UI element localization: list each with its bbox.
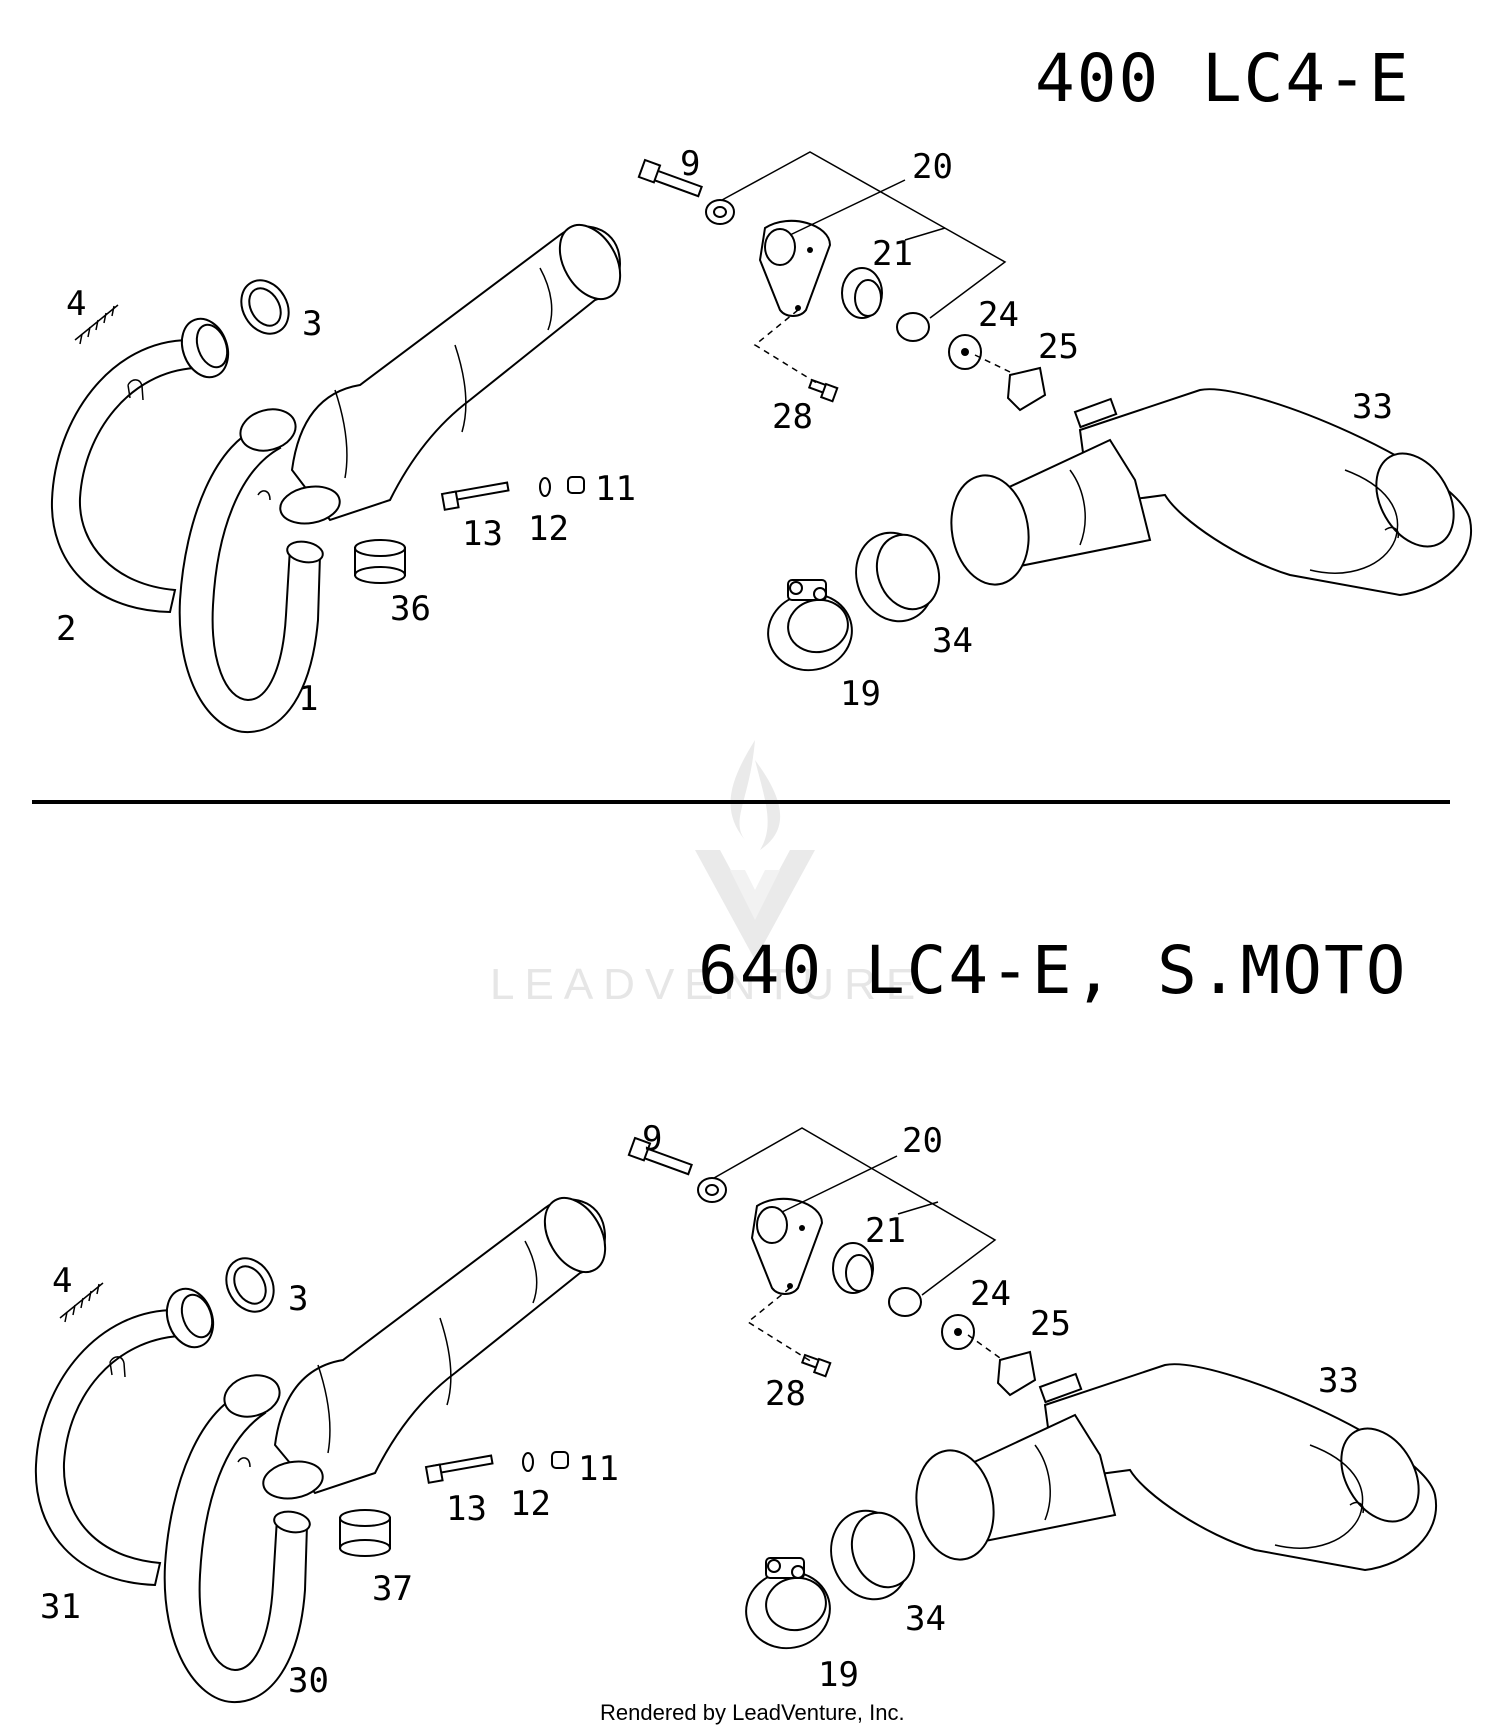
callout-label-11: 11 (595, 469, 636, 509)
callout-label-28: 28 (772, 397, 813, 437)
leader-dashed-28 (753, 309, 821, 386)
footer-credit: Rendered by LeadVenture, Inc. (600, 1700, 905, 1725)
callout-label-34-b: 34 (905, 1599, 946, 1639)
section-2-parts (34, 1127, 1438, 1704)
callout-label-19: 19 (840, 674, 881, 714)
callout-label-36: 36 (390, 589, 431, 629)
screw-part-28-b (800, 1353, 832, 1378)
callout-label-31-b: 31 (40, 1587, 81, 1627)
callout-label-11-b: 11 (578, 1449, 619, 1489)
washer-part-12 (539, 477, 551, 497)
nut-part-11 (567, 476, 585, 494)
callout-label-9: 9 (680, 144, 700, 184)
sleeve-part-34 (855, 531, 941, 623)
callout-label-34: 34 (932, 621, 973, 661)
callout-label-21: 21 (872, 234, 913, 274)
clip-nut-part-25 (1006, 366, 1047, 412)
header-pipe-part-1 (178, 423, 322, 734)
callout-label-13: 13 (462, 514, 503, 554)
callout-label-30-b: 30 (288, 1661, 329, 1701)
spring-part-4 (74, 304, 119, 345)
bolt-part-9-b (627, 1136, 693, 1176)
callout-label-1: 1 (298, 679, 318, 719)
callout-label-24-b: 24 (970, 1274, 1011, 1314)
callout-label-25: 25 (1038, 327, 1079, 367)
clip-nut-part-25-b (996, 1350, 1037, 1397)
callout-label-19-b: 19 (818, 1655, 859, 1695)
callout-label-33: 33 (1352, 387, 1393, 427)
bolt-part-13 (440, 481, 510, 511)
clamp-part-19 (767, 579, 853, 672)
callout-label-13-b: 13 (446, 1489, 487, 1529)
screw-part-28 (807, 378, 839, 403)
callout-label-33-b: 33 (1318, 1361, 1359, 1401)
callout-label-28-b: 28 (765, 1374, 806, 1414)
callout-label-12: 12 (528, 509, 569, 549)
bolt-part-13-b (424, 1454, 494, 1484)
header-pipe-part-30 (163, 1388, 309, 1704)
washer-part-12-b (522, 1452, 534, 1472)
callout-label-3-b: 3 (288, 1279, 308, 1319)
callout-label-21-b: 21 (865, 1211, 906, 1251)
bush-part-36 (354, 539, 406, 584)
callout-label-20-b: 20 (902, 1121, 943, 1161)
callout-label-12-b: 12 (510, 1484, 551, 1524)
callout-label-2: 2 (56, 609, 76, 649)
front-muffler-pipe-2 (273, 1198, 606, 1495)
callout-label-25-b: 25 (1030, 1304, 1071, 1344)
nut-part-11-b (551, 1451, 569, 1469)
callout-label-9-b: 9 (642, 1119, 662, 1159)
front-muffler-pipe (290, 225, 621, 522)
bolt-part-9 (637, 158, 703, 198)
watermark-text: LEADVENTURE (490, 960, 926, 1009)
section-title-400: 400 LC4-E (1035, 40, 1411, 117)
sleeve-part-34-b (830, 1509, 916, 1601)
washer-near-24-b (888, 1287, 922, 1317)
leadventure-watermark-logo (695, 740, 815, 960)
callout-label-3: 3 (302, 304, 322, 344)
callout-label-24: 24 (978, 295, 1019, 335)
spring-part-4-b (59, 1282, 104, 1323)
callout-label-20: 20 (912, 147, 953, 187)
leader-dashed-28-b (746, 1287, 813, 1363)
callout-label-4: 4 (66, 284, 86, 324)
clamp-part-19-b (745, 1557, 831, 1650)
section-divider (32, 800, 1450, 804)
header-pipe-part-31 (34, 1308, 182, 1587)
bush-part-37 (339, 1509, 391, 1557)
header-pipe-part-2 (50, 338, 197, 614)
washer-near-24 (896, 312, 930, 342)
section-title-640: 640 LC4-E, S.MOTO (698, 932, 1408, 1009)
silencer-part-33 (950, 388, 1473, 597)
silencer-part-33-b (915, 1363, 1438, 1572)
callout-label-37-b: 37 (372, 1569, 413, 1609)
section-1-parts (50, 151, 1473, 734)
callout-label-4-b: 4 (52, 1261, 72, 1301)
